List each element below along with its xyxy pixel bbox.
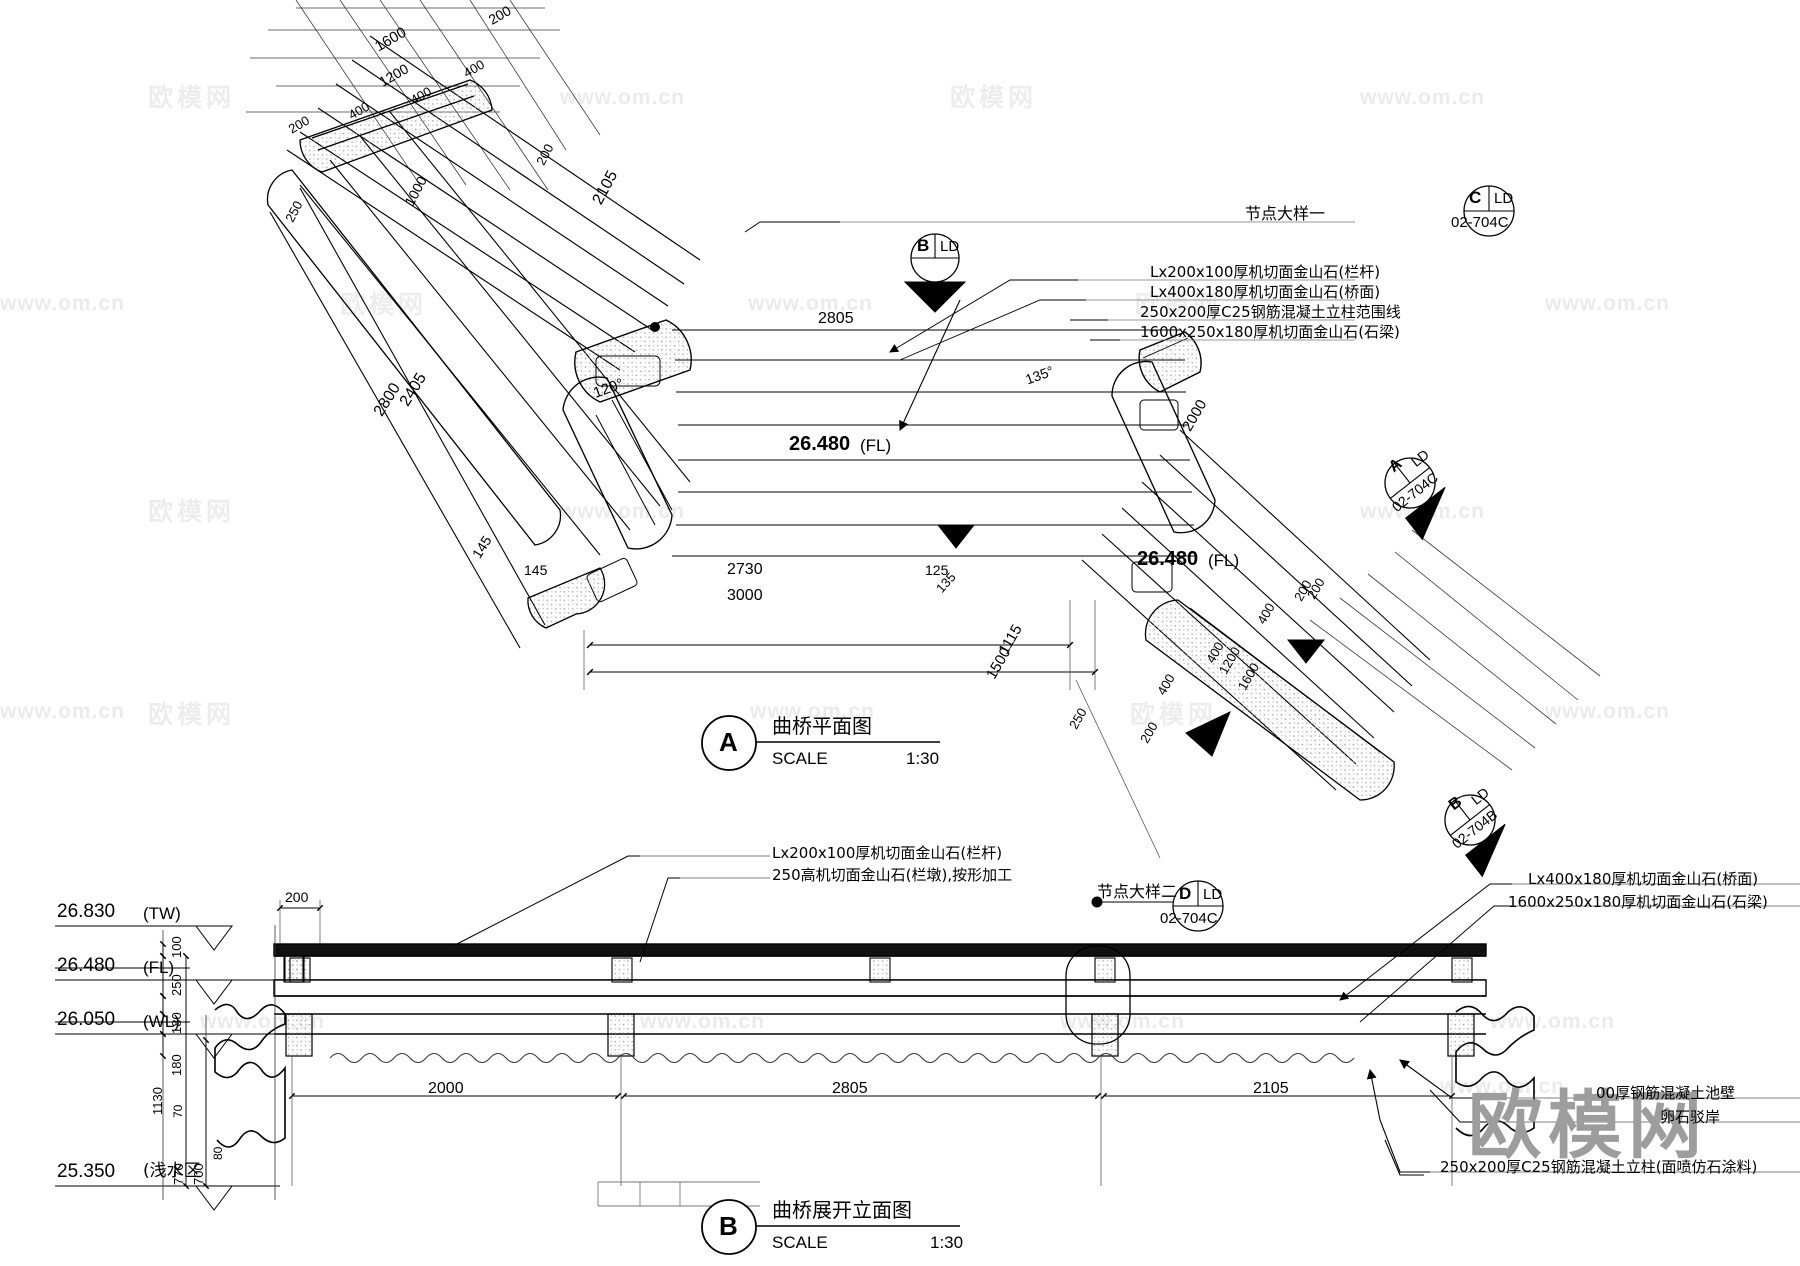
elevation-dim: 70 — [171, 1104, 185, 1118]
plan-dim: 3000 — [727, 587, 763, 604]
elevation-scale-value: 1:30 — [930, 1233, 964, 1252]
plan-detail-bubble-b — [1444, 794, 1506, 878]
bubble-sheet-ref: 02-704C — [1160, 910, 1218, 927]
callout-pebble-bank: 卵石驳岸 — [1660, 1108, 1721, 1126]
elevation-level-value: 25.350 — [57, 1161, 116, 1182]
plan-level-mark: 26.480 — [1137, 548, 1199, 570]
elevation-title-tag: B — [719, 1211, 738, 1241]
elevation-dim: 770 — [171, 1163, 186, 1185]
elevation-dim: 1130 — [150, 1087, 165, 1115]
elevation-dim: 80 — [211, 1146, 225, 1160]
callout-elev-railing: Lx200x100厚机切面金山石(栏杆) — [772, 844, 1003, 862]
callout-stone-beam: 1600x250x180厚机切面金山石(石梁) — [1140, 323, 1400, 341]
callout-elev-deck-stone: Lx400x180厚机切面金山石(桥面) — [1528, 870, 1759, 888]
bubble-right-letter: LD — [1494, 190, 1514, 207]
bubble-right-letter: LD — [1203, 886, 1223, 903]
bubble-left-letter: C — [1469, 188, 1482, 207]
plan-level-suffix: (FL) — [1208, 551, 1240, 570]
elevation-dim: 180 — [169, 1012, 184, 1034]
elevation-span-dim: 2000 — [428, 1080, 464, 1097]
elevation-level-suffix: (FL) — [143, 958, 175, 977]
elevation-span-dim: 2805 — [832, 1080, 868, 1097]
callout-detail-one: 节点大样一 — [1245, 204, 1326, 223]
callout-concrete-column: 250x200厚C25钢筋混凝土立柱(面喷仿石涂料) — [1440, 1158, 1758, 1176]
plan-title-tag: A — [719, 727, 738, 757]
plan-scale-value: 1:30 — [906, 749, 940, 768]
callout-elev-stone-beam: 1600x250x180厚机切面金山石(石梁) — [1508, 893, 1768, 911]
plan-scale-label: SCALE — [772, 749, 828, 768]
level-triangle-icon — [936, 524, 976, 549]
elevation-dim: 200 — [285, 889, 309, 905]
plan-section-arrow-b — [903, 233, 967, 313]
plan-dim: 2730 — [727, 561, 763, 578]
callout-pool-wall: 00厚钢筋混凝土池壁 — [1596, 1084, 1736, 1102]
elevation-level-suffix: (WL) — [143, 1012, 180, 1031]
plan-dim: 2805 — [818, 310, 854, 327]
bubble-right-letter: LD — [940, 238, 960, 255]
elevation-level-value: 26.830 — [57, 901, 116, 922]
flow-arrow-icon — [1185, 710, 1231, 757]
callout-column-range: 250x200厚C25钢筋混凝土立柱范围线 — [1140, 303, 1401, 321]
callout-deck-stone: Lx400x180厚机切面金山石(桥面) — [1150, 283, 1381, 301]
elevation-dim: 100 — [169, 936, 184, 958]
elevation-dim: 180 — [169, 1054, 184, 1076]
callout-elev-railing-pier: 250高机切面金山石(栏墩),按形加工 — [772, 866, 1013, 884]
elevation-level-suffix: (浅水区 — [143, 1161, 201, 1181]
elevation-level-value: 26.050 — [57, 1009, 116, 1030]
elevation-scale-label: SCALE — [772, 1233, 828, 1252]
callout-railing-stone: Lx200x100厚机切面金山石(栏杆) — [1150, 263, 1381, 281]
plan-dim: 145 — [524, 562, 548, 578]
level-triangle-icon — [1286, 639, 1326, 664]
elevation-level-value: 26.480 — [57, 955, 116, 976]
plan-detail-bubble-c — [1463, 185, 1515, 237]
elevation-dim: 250 — [169, 974, 184, 996]
callout-detail-two: 节点大样二 — [1097, 882, 1178, 901]
elevation-span-dim: 2105 — [1253, 1080, 1289, 1097]
plan-level-suffix: (FL) — [860, 436, 892, 455]
plan-detail-bubble-a — [1384, 457, 1446, 541]
elevation-view-group — [55, 855, 1800, 1227]
elevation-dim: 700 — [191, 1163, 206, 1185]
bubble-left-letter: D — [1179, 884, 1192, 903]
plan-level-mark: 26.480 — [789, 433, 851, 455]
plan-title-text: 曲桥平面图 — [772, 714, 872, 738]
bubble-sheet-ref: 02-704C — [1451, 214, 1509, 231]
elevation-detail-bubble-d — [1091, 880, 1224, 932]
plan-dim: 125 — [925, 562, 949, 578]
elevation-level-suffix: (TW) — [143, 904, 181, 923]
plan-view-group — [246, 0, 1601, 878]
elevation-title-text: 曲桥展开立面图 — [772, 1198, 912, 1222]
bubble-left-letter: B — [917, 236, 930, 255]
